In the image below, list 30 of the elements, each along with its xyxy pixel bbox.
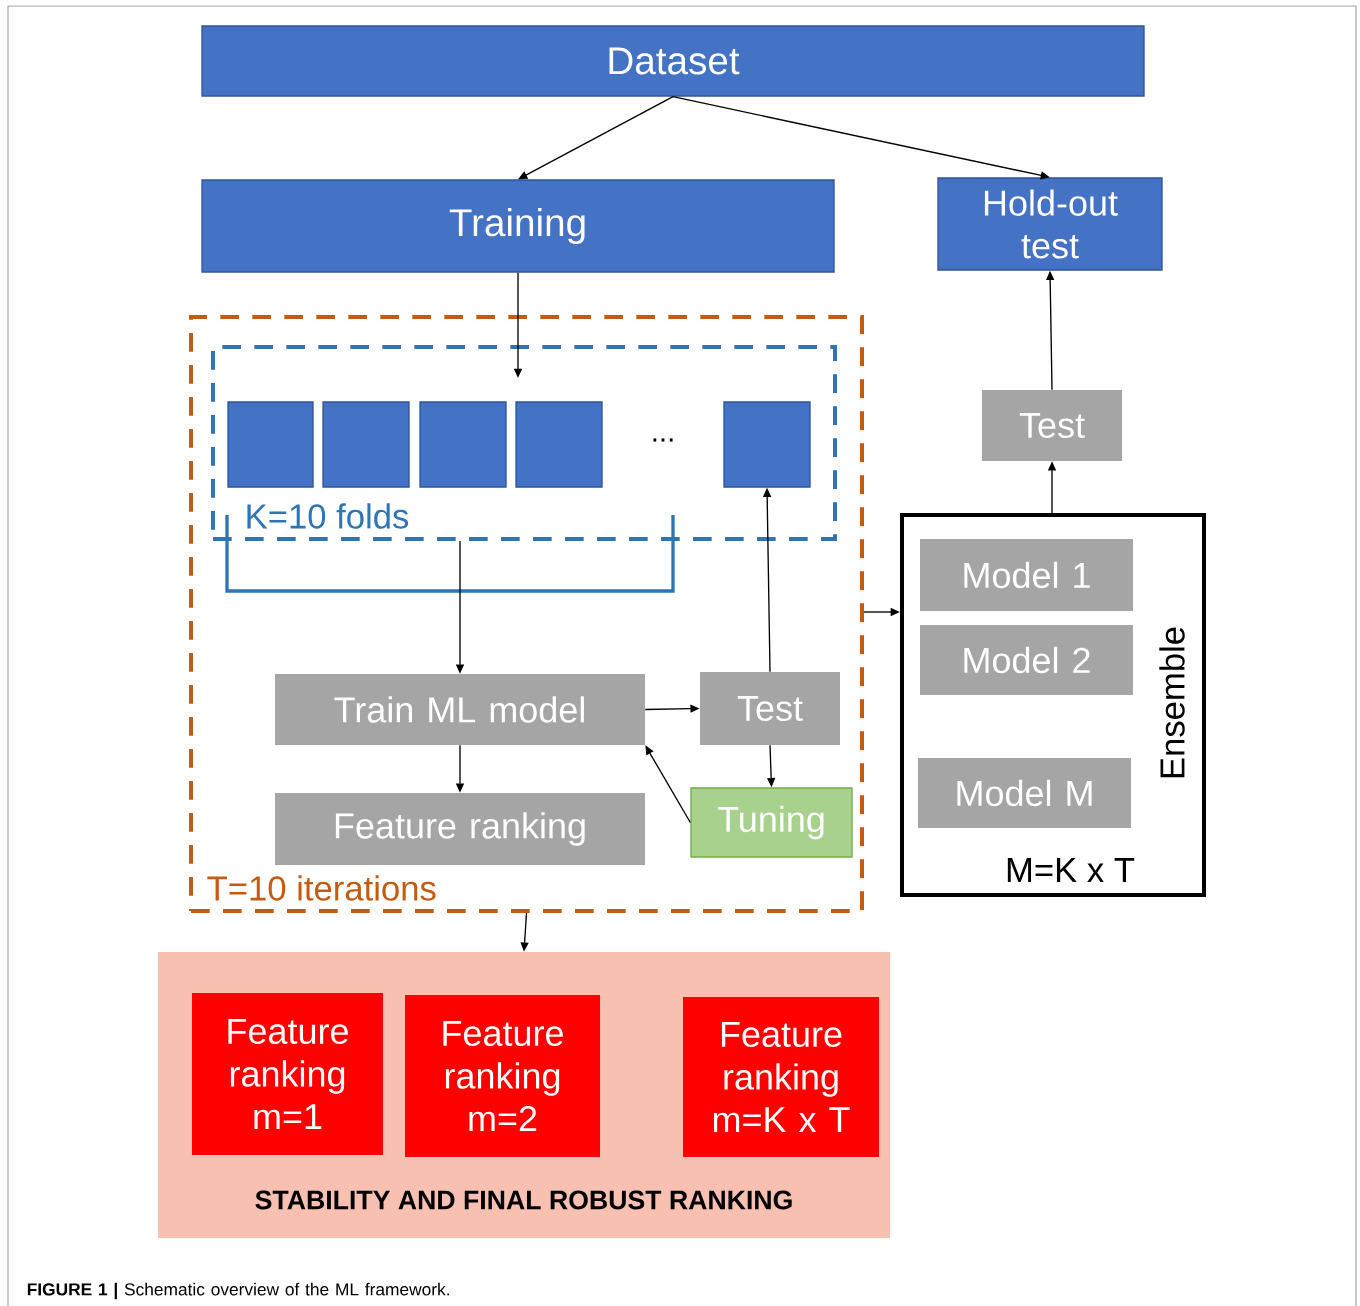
dashed-frame <box>211 345 837 541</box>
caption: FIGURE 1 | Schematic overview of the ML framework. <box>27 1282 449 1300</box>
arrow <box>518 96 674 180</box>
process-box: Train ML model <box>275 674 645 745</box>
ranking-box: Feature ranking m=1 <box>192 993 383 1155</box>
process-box: Training <box>201 179 835 273</box>
process-box: Tuning <box>690 787 853 858</box>
process-box: Model 2 <box>920 625 1133 695</box>
frame-label: T=10 iterations <box>207 875 436 901</box>
process-box: Model M <box>918 758 1131 828</box>
process-box: Test <box>982 390 1122 461</box>
ellipsis: ... <box>653 438 673 442</box>
frame-label: STABILITY AND FINAL ROBUST RANKING <box>255 1190 792 1210</box>
fold-box <box>515 401 603 488</box>
fold-box <box>227 401 314 488</box>
dashed-frame <box>189 315 864 913</box>
frame-label: K=10 folds <box>247 503 409 529</box>
fold-box <box>419 401 507 488</box>
process-box: Model 1 <box>920 539 1133 611</box>
fold-box <box>723 401 811 488</box>
process-box: Feature ranking <box>275 793 645 865</box>
process-box: Test <box>700 672 840 745</box>
process-box: Dataset <box>201 25 1145 97</box>
fold-box <box>322 401 410 488</box>
process-box: Hold-out test <box>937 177 1163 271</box>
frame-label: M=K x T <box>1007 858 1135 882</box>
ranking-box: Feature ranking m=2 <box>405 995 600 1157</box>
ranking-box: Feature ranking m=K x T <box>683 997 879 1157</box>
ensemble-box <box>900 513 1206 897</box>
frame-label: Ensemble <box>1159 627 1185 778</box>
